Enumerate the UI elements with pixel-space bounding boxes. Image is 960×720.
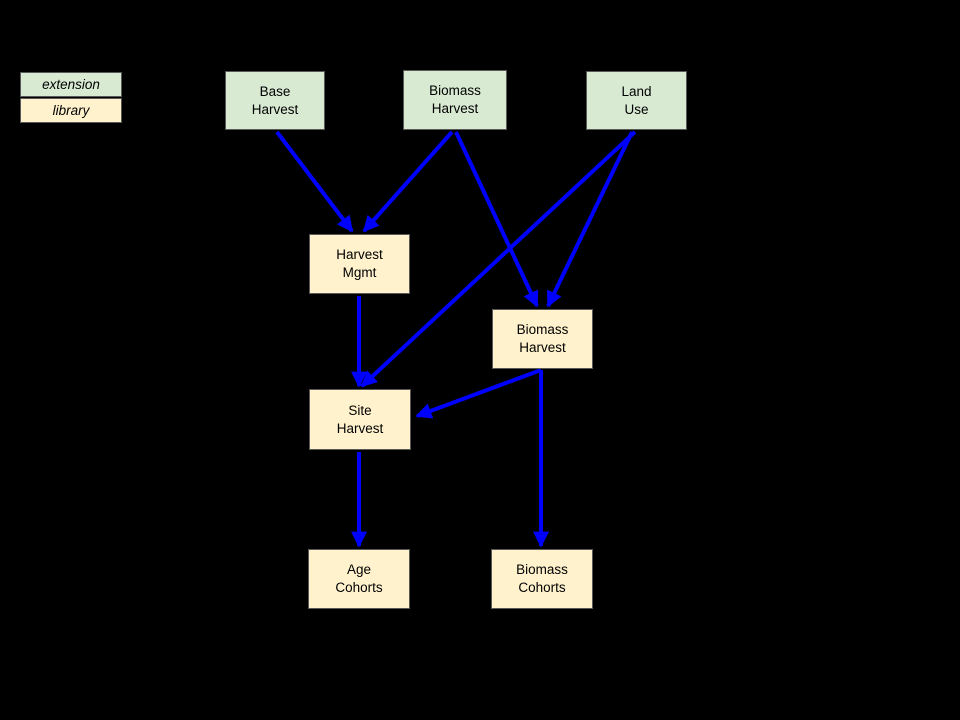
legend-label: extension	[42, 76, 100, 92]
edge-land-use-extension-to-site-harvest-library	[360, 130, 637, 388]
node-label-line: Cohorts	[335, 580, 383, 595]
node-label-line: Mgmt	[342, 265, 377, 280]
node-label-line: Base	[259, 83, 291, 99]
node-label-line: Harvest	[336, 420, 384, 436]
edge-biomass-harvest-extension-to-biomass-harvest-library	[454, 131, 539, 308]
edge-biomass-harvest-extension-to-harvest-mgmt-library	[362, 130, 454, 233]
node-label-line: Land	[621, 83, 652, 99]
node-label-line: Biomass	[516, 322, 569, 337]
legend-item-extension: extension	[20, 72, 122, 97]
node-label-line: Harvest	[431, 101, 479, 116]
legend-label: library	[52, 102, 90, 118]
edge-base-harvest-extension-to-harvest-mgmt-library	[275, 130, 354, 233]
node-label-line: Harvest	[519, 340, 566, 355]
node-label-line: Biomass	[429, 83, 481, 98]
node-label-line: Cohorts	[518, 580, 566, 595]
node-label-line: Age	[346, 562, 372, 577]
node-label-line: Use	[624, 101, 649, 117]
legend-item-library: library	[20, 98, 122, 123]
node-label-line: Biomass	[516, 562, 568, 577]
edge-land-use-extension-to-biomass-harvest-library	[546, 131, 634, 308]
edge-biomass-harvest-library-to-site-harvest-library	[415, 368, 542, 419]
node-label-line: Site	[348, 402, 372, 418]
node-label-line: Harvest	[336, 247, 383, 262]
node-label-line: Harvest	[251, 101, 299, 117]
